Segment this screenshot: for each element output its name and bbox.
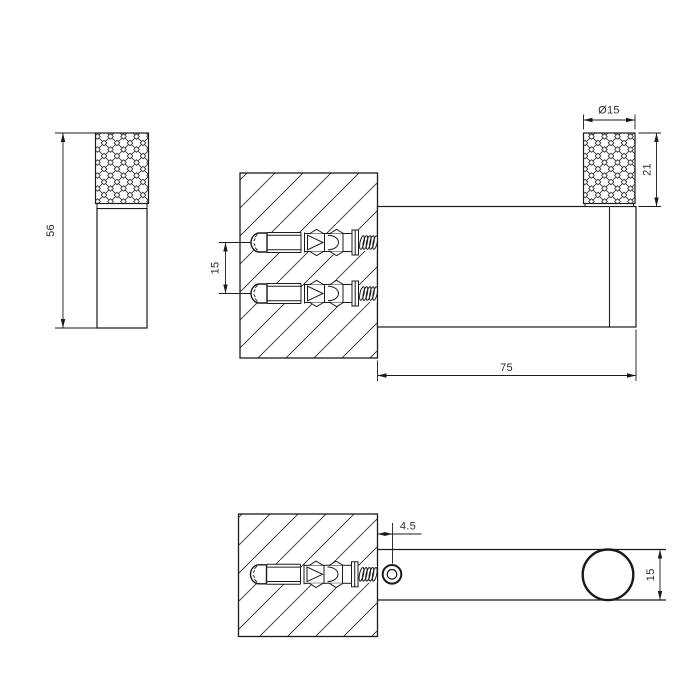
dimension-label: Ø15 bbox=[598, 105, 620, 117]
arrow-down-icon bbox=[223, 284, 228, 294]
screw-head-inner-icon bbox=[386, 568, 398, 580]
arrow-down-icon bbox=[654, 197, 659, 207]
arrow-down-icon bbox=[657, 591, 663, 600]
dimension-spacing-15: 15 bbox=[210, 242, 251, 294]
hook-body-side bbox=[376, 205, 637, 328]
dimension-label: 21 bbox=[642, 163, 654, 176]
dimension-knob-height-21: 21 bbox=[638, 132, 661, 207]
dimension-diameter-15: Ø15 bbox=[583, 105, 636, 130]
dimension-arm-diameter-15: 15 bbox=[645, 549, 663, 600]
knob-circle-top bbox=[581, 548, 635, 602]
dimension-screw-offset-4-5: 4.5 bbox=[377, 521, 422, 564]
wall-hatch-block bbox=[239, 172, 379, 359]
arm-outline-top bbox=[377, 548, 666, 601]
dimension-label: 15 bbox=[210, 262, 222, 275]
arrow-left-icon bbox=[377, 373, 387, 378]
arrow-up-icon bbox=[654, 133, 659, 142]
hook-body-front bbox=[96, 207, 148, 329]
arrow-up-icon bbox=[223, 242, 228, 252]
dimension-label: 56 bbox=[45, 224, 57, 237]
dimension-projection-75: 75 bbox=[377, 329, 637, 381]
dimension-label: 75 bbox=[500, 362, 513, 374]
arrow-left-icon bbox=[377, 532, 386, 536]
screw-head-icon bbox=[381, 564, 403, 585]
arrow-up-icon bbox=[60, 133, 66, 142]
arrow-right-icon bbox=[384, 532, 393, 536]
arrow-left-icon bbox=[583, 117, 593, 123]
arrow-right-icon bbox=[626, 117, 635, 123]
arrow-down-icon bbox=[60, 319, 66, 328]
dimension-label: 4.5 bbox=[400, 521, 416, 533]
top-section-view: 4.5 15 bbox=[237, 513, 666, 638]
dimension-label: 15 bbox=[645, 568, 657, 581]
knurled-knob-side bbox=[582, 132, 636, 205]
knob-base-ring bbox=[96, 203, 148, 209]
knurled-knob-front bbox=[94, 132, 150, 205]
front-view: 56 bbox=[45, 132, 150, 329]
arrow-up-icon bbox=[657, 549, 663, 559]
arrow-right-icon bbox=[627, 373, 636, 378]
dimension-height-56: 56 bbox=[45, 132, 97, 329]
side-section-view: 15 Ø15 21 75 bbox=[210, 105, 661, 381]
